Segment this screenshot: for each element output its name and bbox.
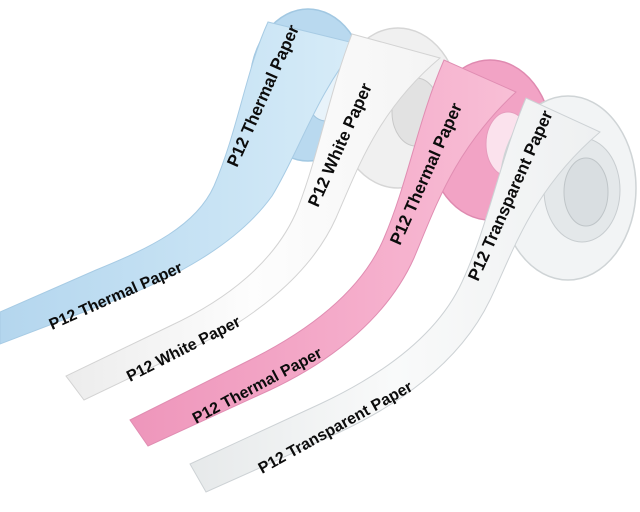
transparent-tape-strip — [189, 97, 601, 493]
white-tape-strip — [65, 33, 442, 401]
pink-tape-strip — [129, 59, 517, 447]
blue-tape-strip — [0, 21, 359, 345]
transparent-roll-core — [563, 157, 609, 227]
